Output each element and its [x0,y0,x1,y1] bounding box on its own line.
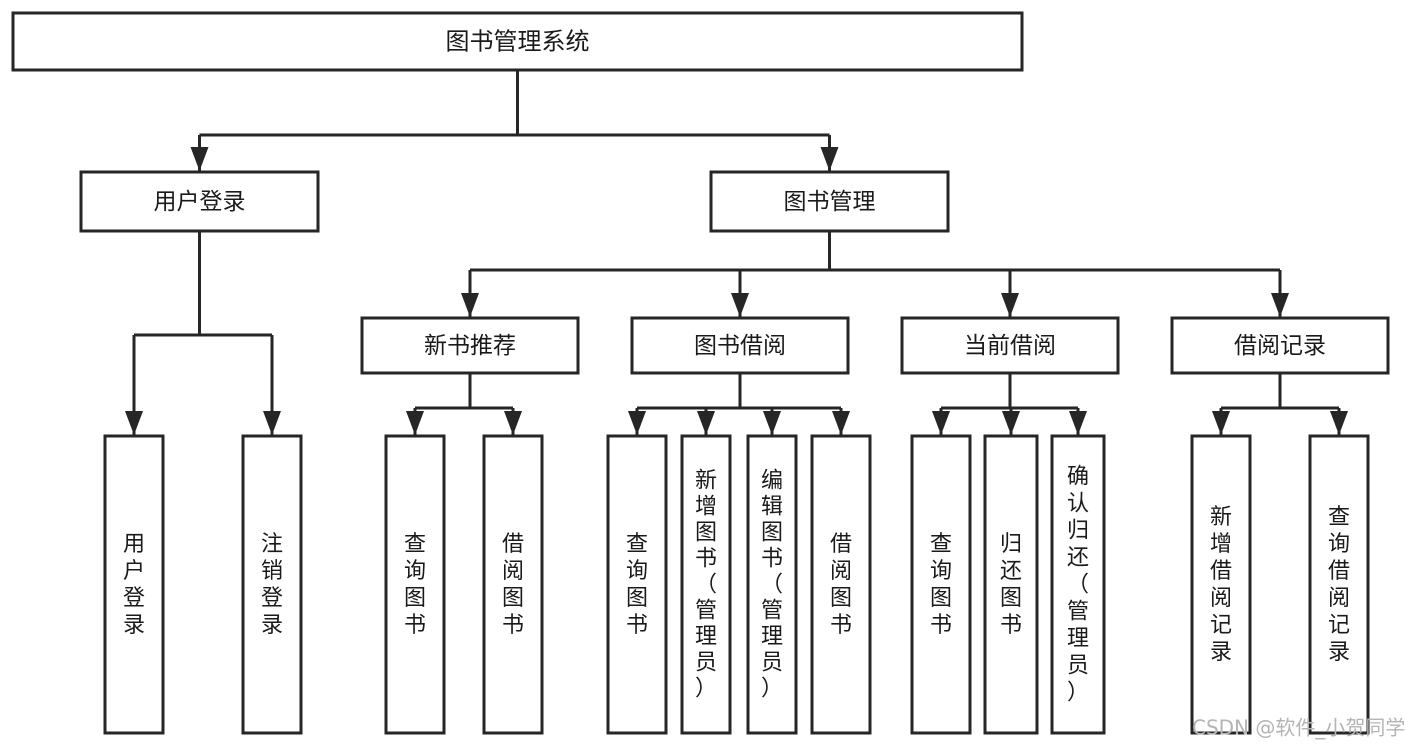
node-root[interactable]: 图书管理系统 [11,11,1024,72]
arrowhead-icon [461,293,479,317]
arrowhead-icon [1001,293,1019,317]
node-label-cb-query-book: 查询图书 [930,532,952,638]
node-user-logout[interactable]: 注销登录 [241,434,303,735]
node-cb-return-book[interactable]: 归还图书 [983,434,1039,735]
node-label-cb-confirm-return: 确认归还（管理员） [1067,464,1089,705]
node-label-br-add-record: 新增借阅记录 [1210,505,1232,665]
node-user-login-do[interactable]: 用户登录 [103,434,165,735]
arrowhead-icon [406,411,424,435]
node-box-user-login-do [103,434,165,735]
node-nbr-borrow-book[interactable]: 借阅图书 [482,434,544,735]
node-box-bb-add-book [680,434,732,735]
node-bb-add-book[interactable]: 新增图书（管理员） [680,434,732,735]
node-label-user-logout: 注销登录 [261,532,283,638]
node-new-book-recommend[interactable]: 新书推荐 [360,316,580,375]
node-book-management[interactable]: 图书管理 [709,170,950,233]
node-box-cb-query-book [910,434,972,735]
node-box-root [11,11,1024,72]
node-box-current-borrow [900,316,1120,375]
node-label-user-login-do: 用户登录 [123,532,145,638]
node-box-borrow-record [1170,316,1390,375]
node-label-bb-edit-book: 编辑图书（管理员） [761,468,783,701]
arrowhead-icon [1271,293,1289,317]
node-label-borrow-record: 借阅记录 [1234,333,1326,359]
arrowhead-icon [263,411,281,435]
node-box-br-query-record [1308,434,1370,735]
arrowhead-icon [731,293,749,317]
node-label-bb-query-book: 查询图书 [626,532,648,638]
arrowhead-icon [125,411,143,435]
node-label-cb-return-book: 归还图书 [1000,532,1022,638]
arrowhead-icon [1212,411,1230,435]
node-label-nbr-query-book: 查询图书 [404,532,426,638]
arrowhead-icon [820,147,839,171]
arrowhead-icon [1002,411,1020,435]
node-bb-query-book[interactable]: 查询图书 [606,434,668,735]
node-br-query-record[interactable]: 查询借阅记录 [1308,434,1370,735]
node-book-borrow[interactable]: 图书借阅 [630,316,850,375]
node-box-bb-edit-book [746,434,798,735]
node-box-bb-query-book [606,434,668,735]
node-label-nbr-borrow-book: 借阅图书 [502,532,524,638]
node-nbr-query-book[interactable]: 查询图书 [384,434,446,735]
node-box-user-logout [241,434,303,735]
arrowhead-icon [1330,411,1348,435]
node-box-br-add-record [1190,434,1252,735]
arrowhead-icon [697,411,715,435]
watermark-label: CSDN @软件_小贺同学 [1192,716,1405,740]
node-label-book-management: 图书管理 [784,189,876,215]
node-box-user-login [79,170,320,233]
node-box-cb-confirm-return [1050,434,1106,735]
node-box-new-book-recommend [360,316,580,375]
arrowhead-icon [190,147,209,171]
node-cb-confirm-return[interactable]: 确认归还（管理员） [1050,434,1106,735]
node-label-bb-borrow-book: 借阅图书 [830,532,852,638]
node-box-bb-borrow-book [810,434,872,735]
node-cb-query-book[interactable]: 查询图书 [910,434,972,735]
node-bb-edit-book[interactable]: 编辑图书（管理员） [746,434,798,735]
arrowhead-icon [1069,411,1087,435]
node-br-add-record[interactable]: 新增借阅记录 [1190,434,1252,735]
arrowhead-icon [504,411,522,435]
arrowhead-icon [763,411,781,435]
node-label-book-borrow: 图书借阅 [694,333,786,359]
node-current-borrow[interactable]: 当前借阅 [900,316,1120,375]
node-bb-borrow-book[interactable]: 借阅图书 [810,434,872,735]
node-label-br-query-record: 查询借阅记录 [1328,505,1350,665]
node-label-new-book-recommend: 新书推荐 [424,333,516,359]
node-box-nbr-borrow-book [482,434,544,735]
arrowhead-icon [628,411,646,435]
node-box-book-management [709,170,950,233]
node-box-nbr-query-book [384,434,446,735]
node-label-bb-add-book: 新增图书（管理员） [695,468,717,701]
node-user-login[interactable]: 用户登录 [79,170,320,233]
node-box-book-borrow [630,316,850,375]
node-label-root: 图书管理系统 [446,28,590,56]
arrowhead-icon [932,411,950,435]
node-label-current-borrow: 当前借阅 [964,333,1056,359]
node-label-user-login: 用户登录 [154,189,246,215]
arrowhead-icon [832,411,850,435]
node-box-cb-return-book [983,434,1039,735]
node-borrow-record[interactable]: 借阅记录 [1170,316,1390,375]
